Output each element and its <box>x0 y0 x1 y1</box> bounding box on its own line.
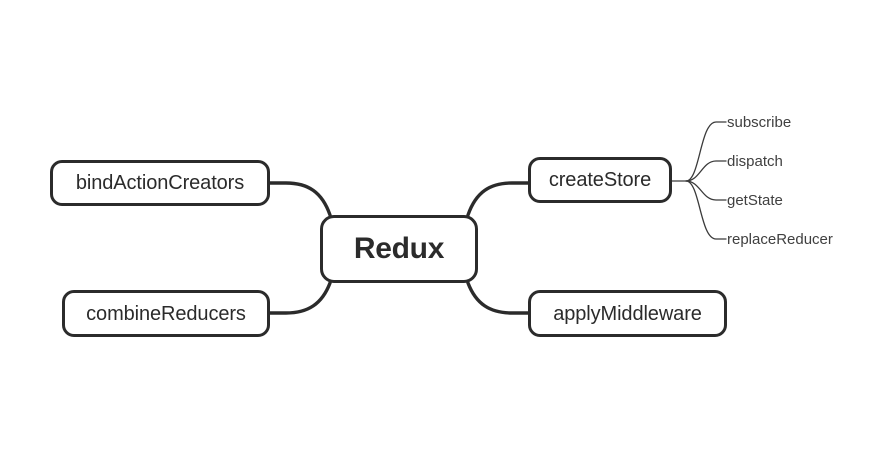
leaf-node-subscribe[interactable]: subscribe <box>727 114 792 131</box>
leaf-node-replacereducer[interactable]: replaceReducer <box>727 231 833 248</box>
branch-node-bindactioncreators[interactable]: bindActionCreators <box>50 160 270 206</box>
branch-node-applymiddleware[interactable]: applyMiddleware <box>528 290 727 337</box>
edge-createstore-replacereducer <box>685 180 727 240</box>
edge-createstore-subscribe <box>685 121 727 182</box>
edge-root-applymiddleware <box>466 281 530 315</box>
edge-createstore-dispatch <box>685 160 727 182</box>
branch-node-label: bindActionCreators <box>75 172 245 194</box>
edge-root-combinereducers <box>268 281 332 315</box>
root-node-redux[interactable]: Redux <box>320 215 478 283</box>
branch-node-label: applyMiddleware <box>553 302 702 325</box>
edge-root-bindactioncreators <box>268 181 332 217</box>
root-node-label: Redux <box>353 232 445 265</box>
leaf-node-dispatch[interactable]: dispatch <box>727 153 783 170</box>
edge-createstore-getstate <box>685 180 727 201</box>
branch-node-label: createStore <box>548 169 652 191</box>
branch-node-combinereducers[interactable]: combineReducers <box>62 290 270 337</box>
leaf-node-getstate[interactable]: getState <box>727 192 783 209</box>
edge-root-createstore <box>466 181 530 217</box>
branch-node-createstore[interactable]: createStore <box>528 157 672 203</box>
branch-node-label: combineReducers <box>86 302 246 325</box>
